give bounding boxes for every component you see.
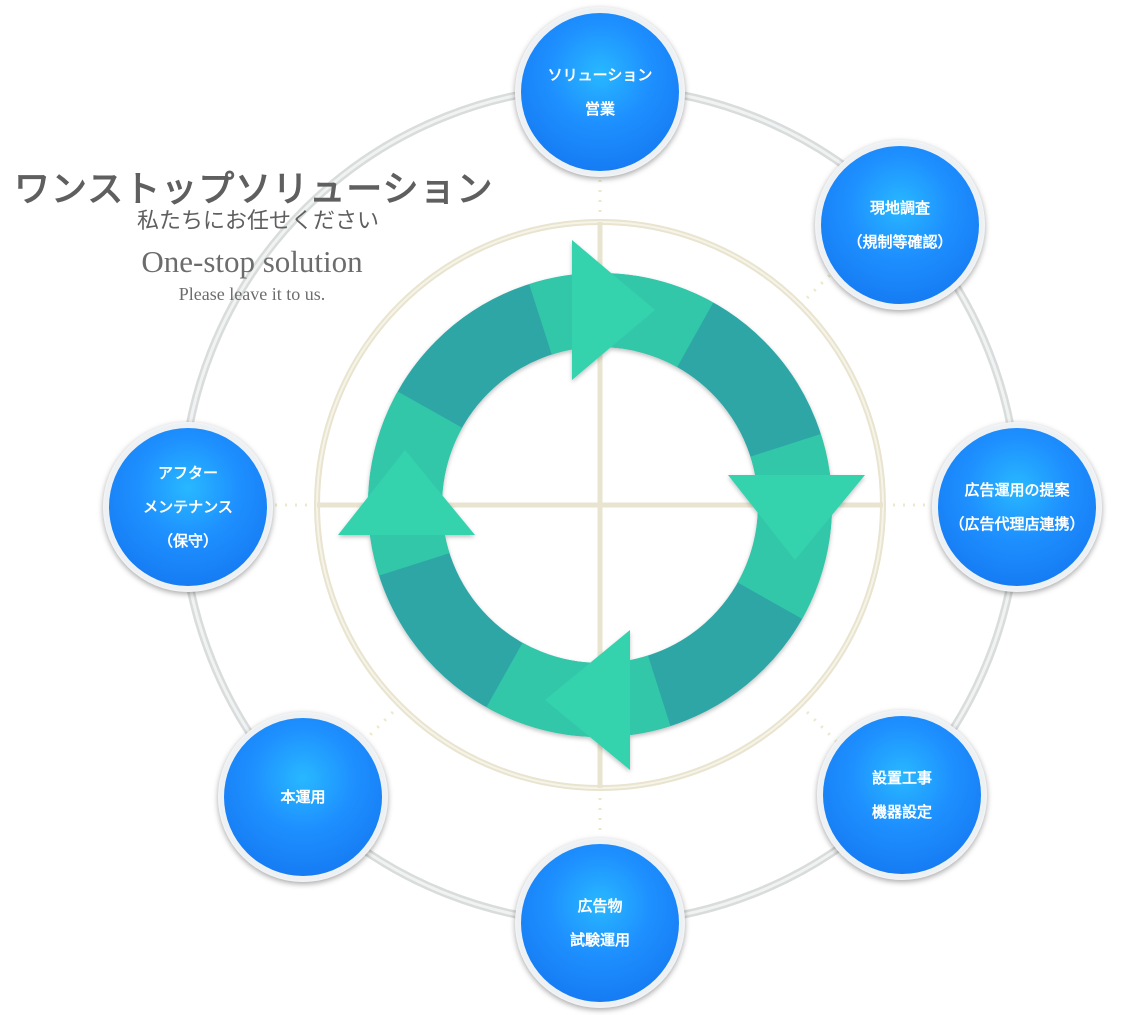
node-label: 営業 [584, 100, 615, 118]
arrow-head-top [572, 240, 655, 380]
arrow-head-bottom [545, 630, 630, 770]
node-label: 本運用 [280, 788, 326, 806]
node-label: 広告物 [577, 897, 623, 915]
node-ad-proposal[interactable]: 広告運用の提案 （広告代理店連携） [932, 422, 1102, 592]
node-installation[interactable]: 設置工事 機器設定 [817, 710, 987, 880]
node-label: 設置工事 [871, 769, 932, 787]
heading-title-en: One-stop solution [141, 244, 363, 279]
dotted-spokes [275, 172, 930, 838]
cycle-arrows [338, 240, 865, 770]
arrow-head-left [338, 450, 475, 535]
node-full-operation[interactable]: 本運用 [218, 712, 388, 882]
heading: ワンストップソリューション 私たちにお任せください One-stop solut… [0, 0, 500, 320]
heading-title-ja: ワンストップソリューション [14, 169, 494, 210]
node-label: （保守） [157, 532, 218, 550]
node-site-survey[interactable]: 現地調査 （規制等確認） [815, 140, 985, 310]
node-trial-operation[interactable]: 広告物 試験運用 [515, 838, 685, 1008]
node-after-maintenance[interactable]: アフター メンテナンス （保守） [103, 422, 273, 592]
node-label: （広告代理店連携） [949, 515, 1085, 533]
node-label: メンテナンス [143, 498, 233, 516]
node-label: アフター [157, 464, 218, 482]
node-label: 現地調査 [869, 199, 930, 217]
heading-subtitle-ja: 私たちにお任せください [136, 209, 379, 234]
arrow-head-right [728, 475, 865, 560]
node-label: （規制等確認） [847, 233, 953, 251]
heading-subtitle-en: Please leave it to us. [178, 284, 326, 304]
node-label: 広告運用の提案 [964, 481, 1070, 499]
node-label: ソリューション [547, 66, 653, 84]
node-solution-sales[interactable]: ソリューション 営業 [515, 7, 685, 177]
node-label: 試験運用 [569, 931, 630, 949]
node-label: 機器設定 [871, 803, 932, 821]
